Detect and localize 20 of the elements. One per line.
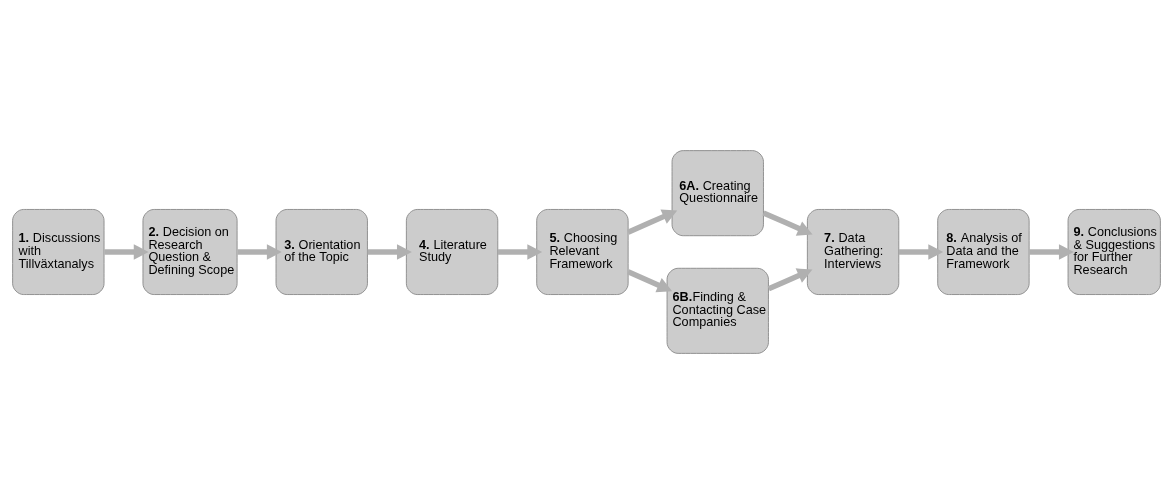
arrow — [762, 209, 813, 236]
node-box: 6B.Finding & Contacting Case Companies — [666, 267, 769, 354]
node-box: 8. Analysis of Data and the Framework — [937, 208, 1030, 295]
arrow — [898, 243, 944, 260]
node-box: 2. Decision on Research Question & Defining Scope — [142, 208, 238, 295]
node-box: 9. Conclusions & Suggestions for Further Research — [1067, 208, 1161, 295]
node-box: 4. Literature Study — [405, 208, 499, 295]
node-box: 6A. Creating Questionnaire — [671, 149, 764, 236]
arrow — [627, 268, 673, 292]
arrow — [237, 243, 282, 260]
node-box: 5. Choosing Relevant Framework — [536, 208, 629, 295]
arrow — [1029, 243, 1074, 260]
arrow — [627, 208, 678, 235]
arrow — [767, 267, 813, 291]
node-box: 3. Orientation of the Topic — [275, 208, 368, 295]
node-box: 7. Data Gathering: Interviews — [806, 208, 900, 295]
arrow — [367, 243, 412, 260]
arrow — [104, 243, 149, 260]
node-box: 1. Discussions with Tillväxtanalys — [12, 208, 105, 295]
arrow — [497, 243, 543, 260]
